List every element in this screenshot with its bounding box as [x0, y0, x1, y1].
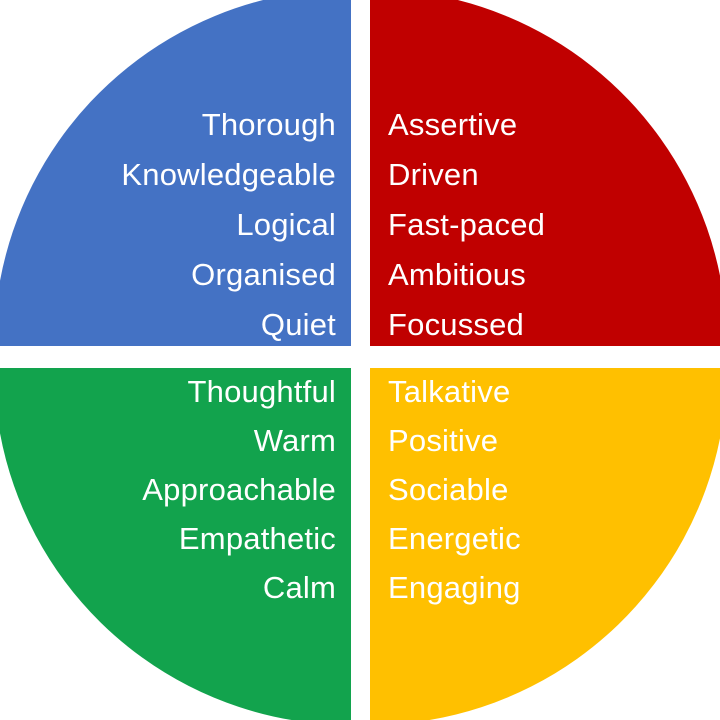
trait-label: Thorough	[201, 107, 336, 142]
trait-label: Fast-paced	[388, 207, 546, 242]
trait-label: Energetic	[388, 521, 521, 556]
trait-label: Empathetic	[178, 521, 336, 556]
trait-label: Knowledgeable	[121, 157, 336, 192]
trait-label: Ambitious	[388, 257, 526, 292]
trait-label: Logical	[236, 207, 336, 242]
quadrant-bottom-right-words: Talkative Positive Sociable Energetic En…	[388, 367, 521, 612]
trait-label: Focussed	[388, 307, 524, 342]
quadrant-top-right-words: Assertive Driven Fast-paced Ambitious Fo…	[388, 100, 545, 350]
trait-label: Positive	[388, 423, 499, 458]
trait-label: Quiet	[260, 307, 336, 342]
quadrant-top-left-words: Thorough Knowledgeable Logical Organised…	[121, 100, 336, 350]
trait-label: Sociable	[388, 472, 509, 507]
trait-label: Thoughtful	[187, 374, 336, 409]
quadrant-bottom-right-shape	[370, 368, 720, 720]
trait-label: Organised	[191, 257, 336, 292]
trait-label: Engaging	[388, 570, 521, 605]
quadrant-bottom-left-shape	[0, 368, 351, 720]
trait-label: Talkative	[388, 374, 511, 409]
quadrant-top-right-shape	[370, 0, 720, 346]
quadrant-bottom-left-words: Thoughtful Warm Approachable Empathetic …	[142, 367, 336, 612]
trait-label: Calm	[262, 570, 336, 605]
trait-label: Approachable	[142, 472, 336, 507]
trait-label: Assertive	[388, 107, 518, 142]
quadrant-top-left-shape	[0, 0, 351, 346]
trait-label: Driven	[388, 157, 479, 192]
trait-label: Warm	[253, 423, 336, 458]
